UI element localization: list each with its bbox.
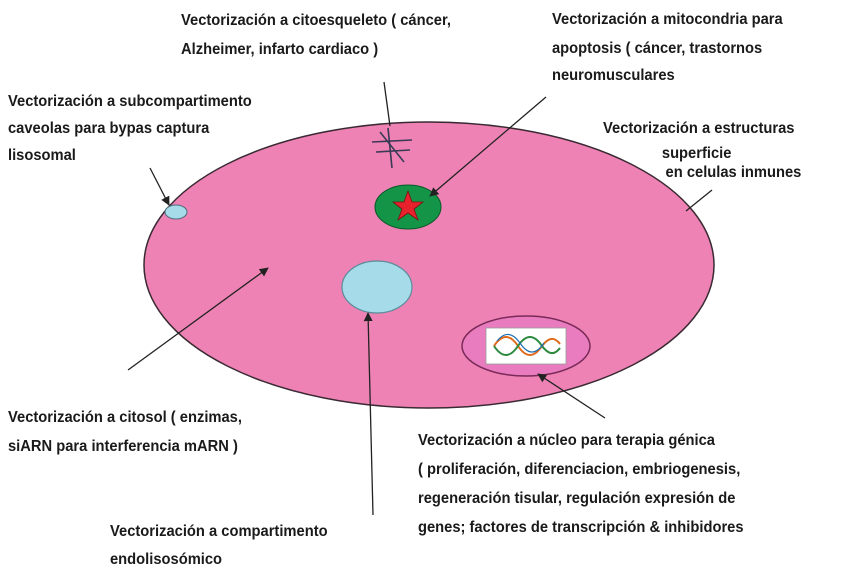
label-line: siARN para interferencia mARN ) bbox=[8, 438, 238, 455]
label-line: Vectorización a núcleo para terapia géni… bbox=[418, 432, 715, 449]
dna-box bbox=[485, 327, 567, 365]
label-line: neuromusculares bbox=[552, 67, 675, 84]
label-line: Vectorización a estructuras bbox=[603, 120, 795, 137]
arrow-mitochondria bbox=[429, 96, 547, 197]
label-line: ( proliferación, diferenciacion, embriog… bbox=[418, 461, 741, 478]
label-line: caveolas para bypas captura bbox=[8, 120, 210, 137]
connector-surface bbox=[685, 189, 713, 212]
label-cytosol: Vectorización a citosol ( enzimas, siARN… bbox=[8, 405, 242, 459]
label-line: Vectorización a mitocondria para bbox=[552, 11, 783, 28]
cytoskeleton-marker bbox=[371, 127, 413, 169]
label-caveolae: Vectorización a subcompartimento caveola… bbox=[8, 89, 252, 168]
label-line: genes; factores de transcripción & inhib… bbox=[418, 519, 744, 536]
label-line: superficie bbox=[661, 145, 732, 162]
label-cytoskeleton: Vectorización a citoesqueleto ( cáncer, … bbox=[181, 8, 451, 62]
label-line: apoptosis ( cáncer, trastornos bbox=[552, 40, 763, 57]
label-nucleus: Vectorización a núcleo para terapia géni… bbox=[418, 428, 744, 540]
label-line: Vectorización a subcompartimento bbox=[8, 93, 252, 110]
connector-cytoskeleton bbox=[383, 81, 391, 127]
label-line: en celulas inmunes bbox=[665, 164, 802, 181]
label-line: endolisosómico bbox=[110, 551, 223, 568]
endosome bbox=[341, 260, 413, 314]
caveola bbox=[164, 204, 188, 220]
star-icon bbox=[391, 189, 425, 222]
label-line: Vectorización a compartimento bbox=[110, 523, 328, 540]
label-surface: Vectorización a estructuras superficie e… bbox=[603, 116, 801, 185]
dna-helix-icon bbox=[493, 333, 561, 356]
arrow-nucleus bbox=[537, 373, 606, 419]
label-line: regeneración tisular, regulación expresi… bbox=[418, 490, 736, 507]
arrow-cytosol bbox=[127, 267, 269, 371]
label-endolysosome: Vectorización a compartimento endolisosó… bbox=[110, 519, 328, 572]
arrow-caveola bbox=[149, 167, 170, 206]
label-line: Alzheimer, infarto cardiaco ) bbox=[181, 41, 379, 58]
arrow-endosome bbox=[363, 312, 374, 516]
label-mitochondria: Vectorización a mitocondria para apoptos… bbox=[552, 7, 783, 88]
label-line: Vectorización a citosol ( enzimas, bbox=[8, 409, 242, 426]
label-line: lisosomal bbox=[8, 147, 76, 164]
label-line: Vectorización a citoesqueleto ( cáncer, bbox=[181, 12, 451, 29]
